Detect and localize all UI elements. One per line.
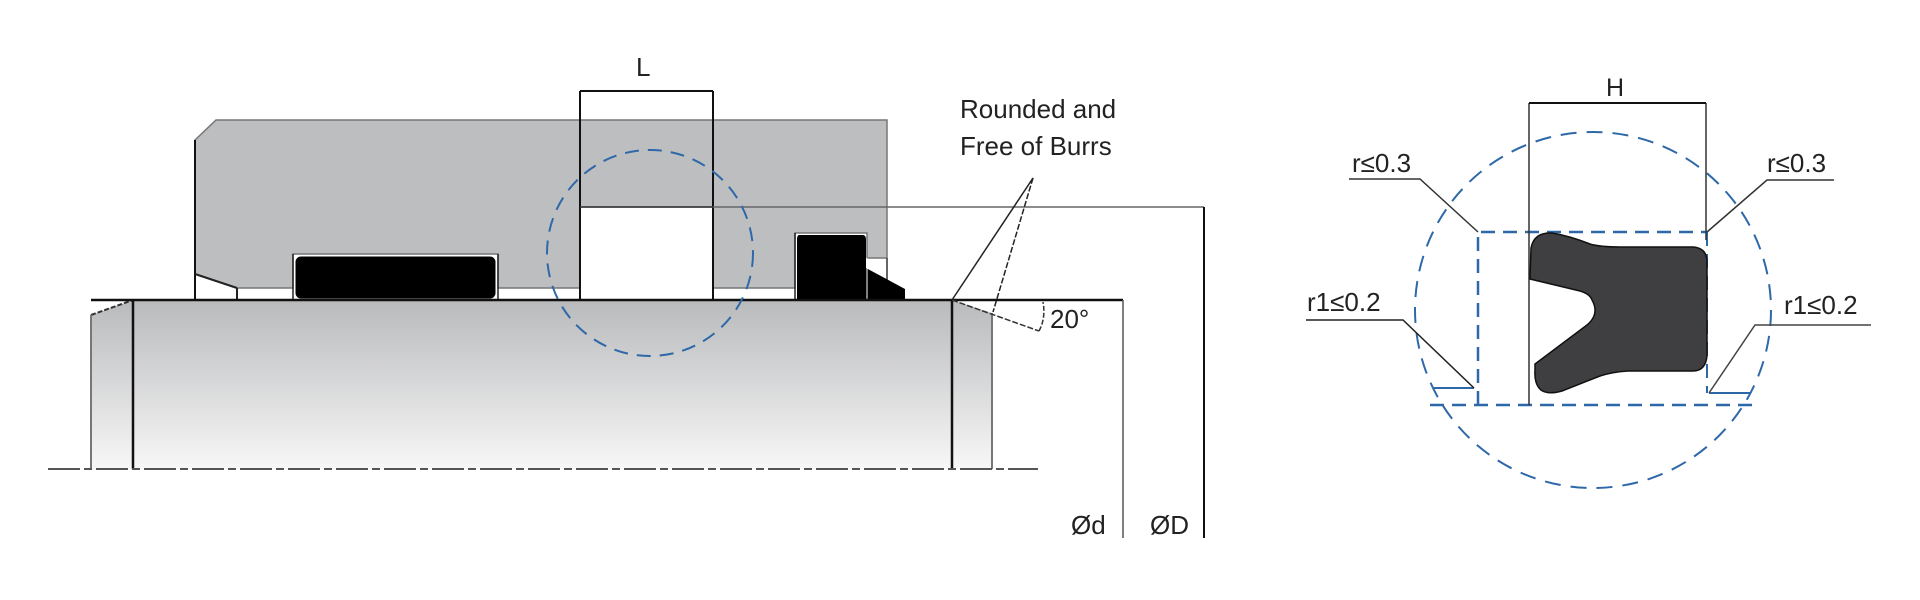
detail-circle-marker: [546, 149, 754, 357]
chamfer-angle-label: 20°: [1050, 304, 1090, 334]
surface-note-line2: Free of Burrs: [960, 131, 1112, 161]
radius-top-right-label: r≤0.3: [1767, 148, 1827, 178]
seal-height-label-H: H: [1606, 74, 1625, 102]
surface-note-line1: Rounded and: [960, 94, 1117, 124]
housing: [194, 91, 888, 300]
rod: [90, 299, 993, 469]
wiper-seal: [797, 235, 905, 299]
radius-top-left-label: r≤0.3: [1352, 148, 1412, 178]
radius-bottom-left-label: r1≤0.2: [1307, 287, 1381, 317]
detail-view: [1306, 102, 1871, 489]
groove-diameter-label: ØD: [1150, 510, 1189, 540]
groove-width-label-L: L: [636, 52, 651, 82]
u-cup-seal: [1529, 232, 1708, 394]
rod-diameter-label: Ød: [1071, 510, 1106, 540]
radius-bottom-right-label: r1≤0.2: [1784, 290, 1858, 320]
guide-ring: [294, 255, 497, 300]
